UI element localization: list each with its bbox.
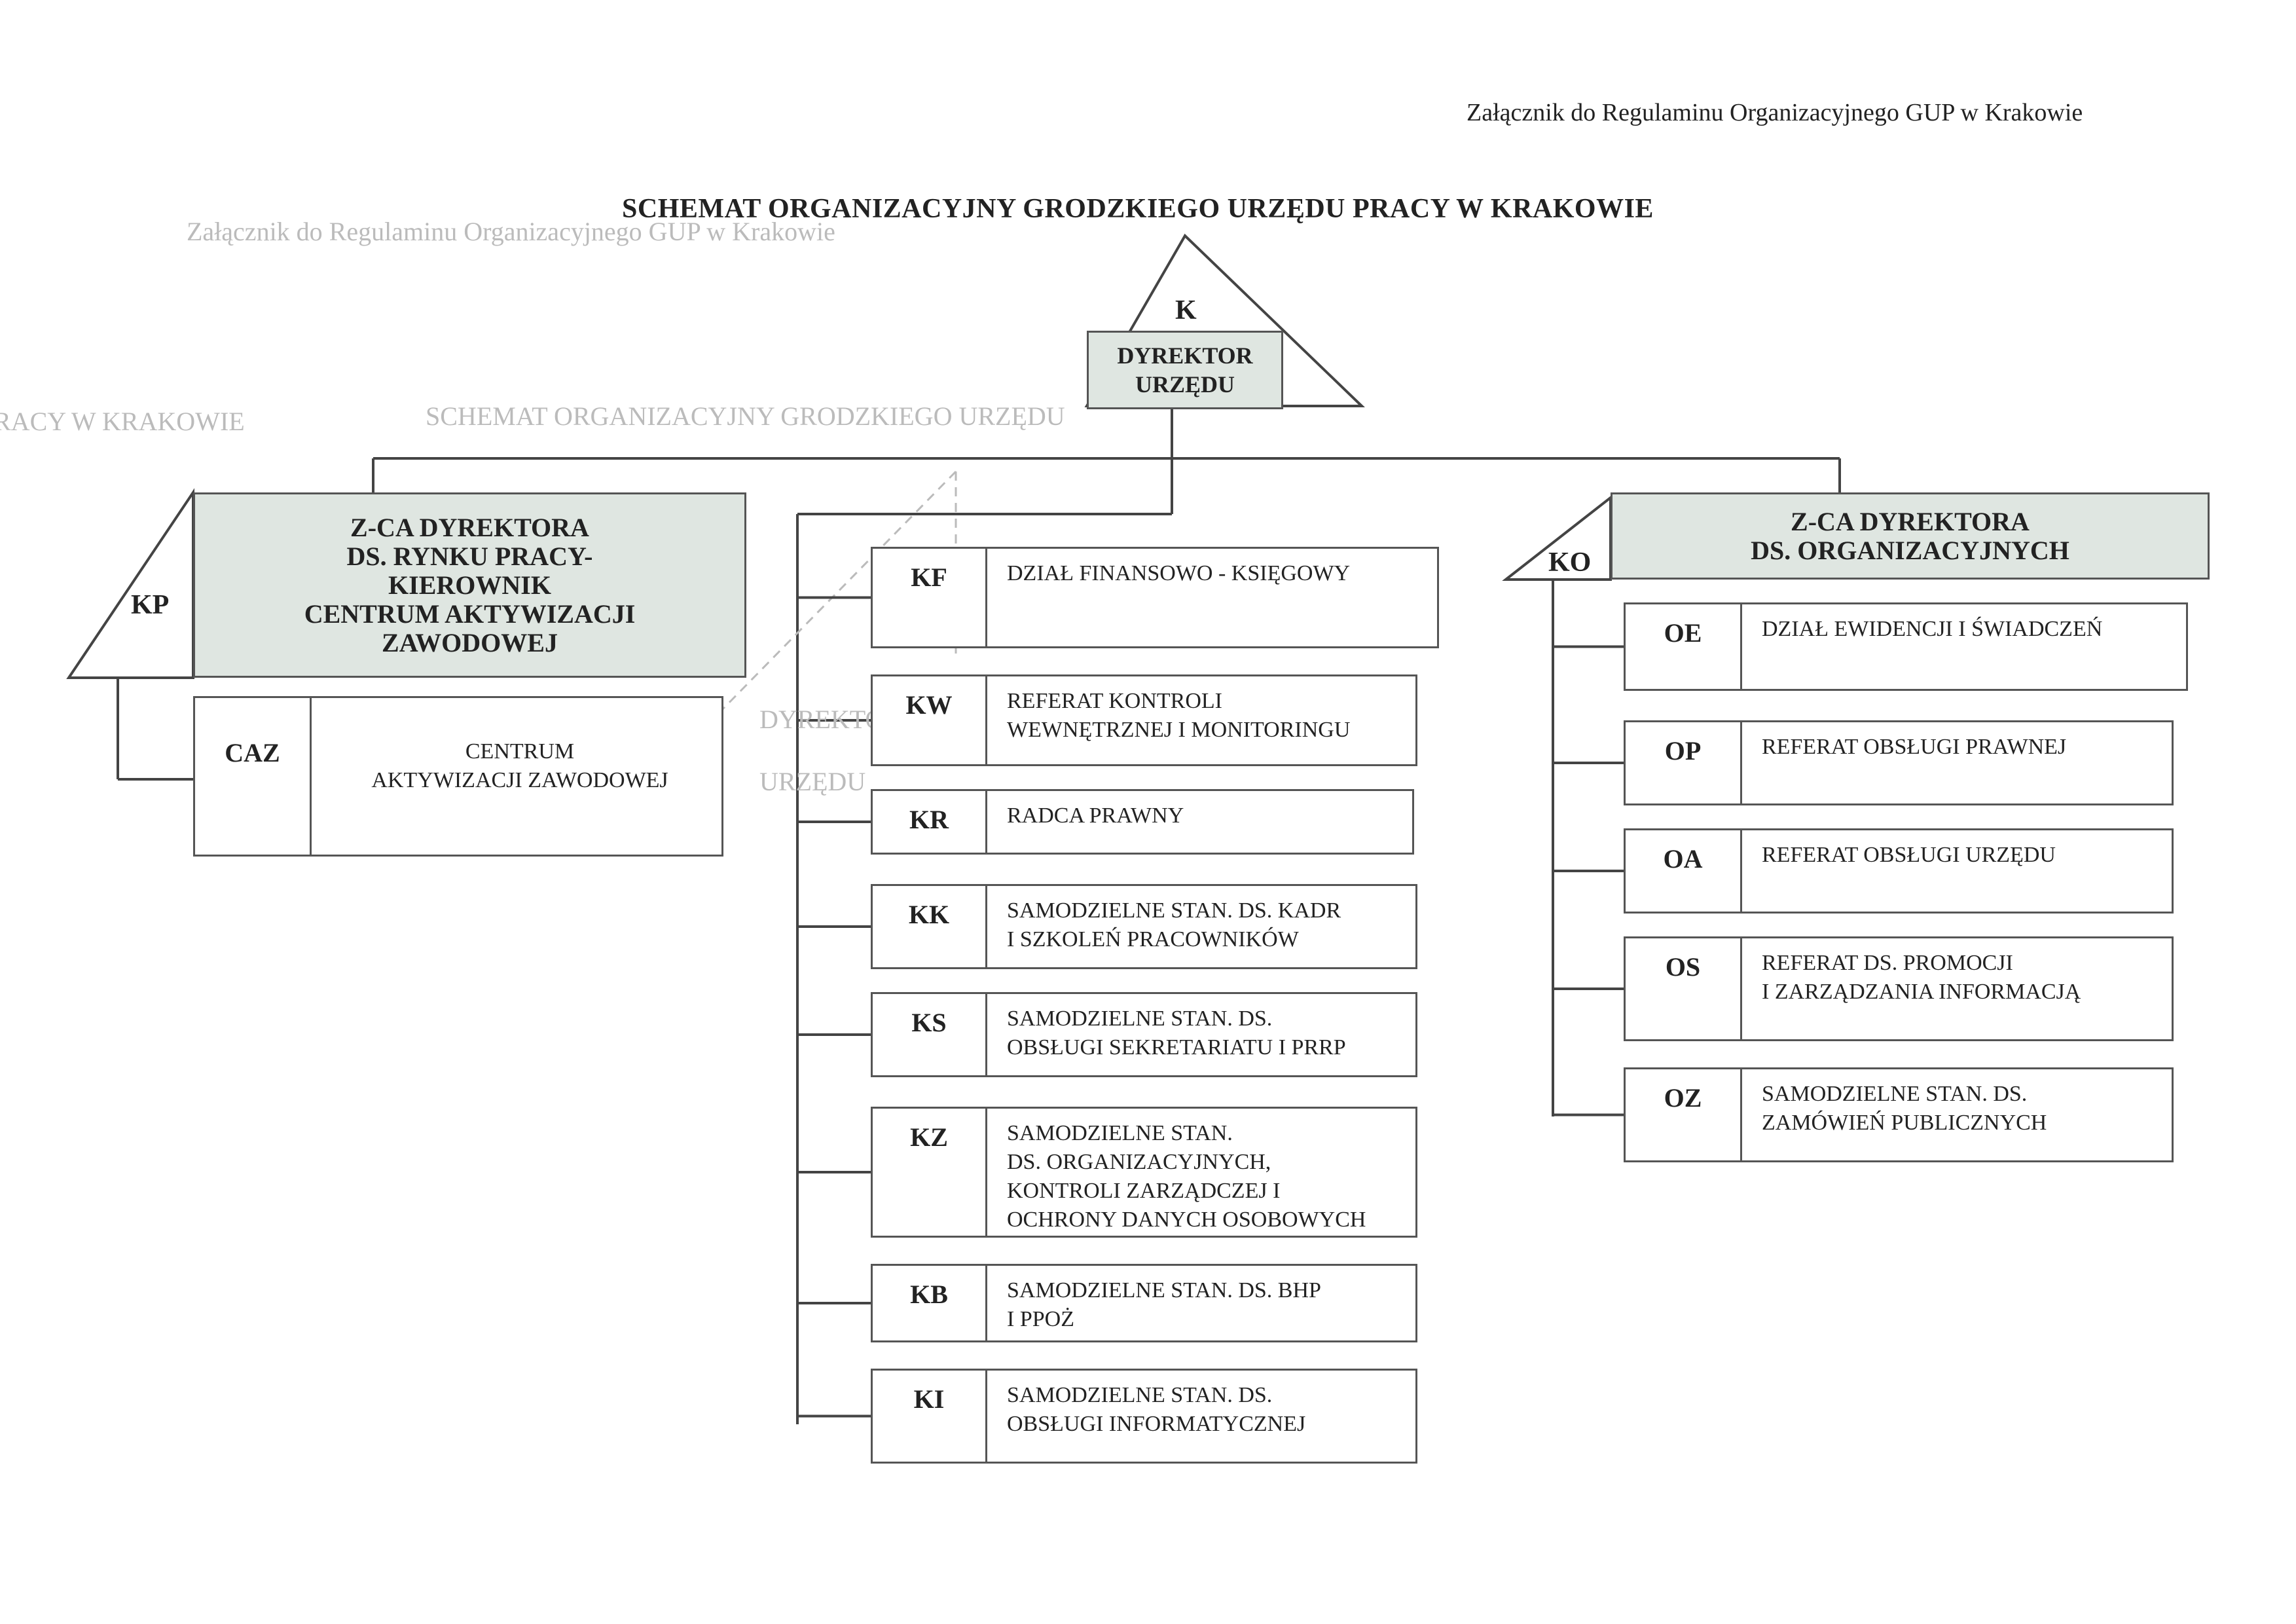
unit-label: SAMODZIELNE STAN. DS. OBSŁUGI SEKRETARIA…	[1007, 1006, 1346, 1060]
deputy-org-code: KO	[1548, 547, 1592, 578]
unit-code: OA	[1626, 830, 1742, 912]
unit-ks: KS SAMODZIELNE STAN. DS. OBSŁUGI SEKRETAR…	[871, 992, 1417, 1077]
unit-label: CENTRUM AKTYWIZACJI ZAWODOWEJ	[371, 739, 668, 792]
unit-label: DZIAŁ EWIDENCJI I ŚWIADCZEŃ	[1762, 617, 2103, 641]
deputy-market-box: Z-CA DYREKTORA DS. RYNKU PRACY- KIEROWNI…	[193, 492, 746, 678]
unit-oe: OE DZIAŁ EWIDENCJI I ŚWIADCZEŃ	[1624, 602, 2188, 691]
unit-code: OE	[1626, 604, 1742, 689]
unit-op: OP REFERAT OBSŁUGI PRAWNEJ	[1624, 720, 2174, 805]
unit-caz: CAZ CENTRUM AKTYWIZACJI ZAWODOWEJ	[193, 696, 723, 857]
unit-code: OS	[1626, 938, 1742, 1039]
deputy-market-roof	[66, 488, 194, 679]
director-box: DYREKTOR URZĘDU	[1087, 331, 1283, 409]
unit-label: REFERAT OBSŁUGI URZĘDU	[1762, 843, 2056, 867]
unit-label: SAMODZIELNE STAN. DS. ORGANIZACYJNYCH, K…	[1007, 1121, 1366, 1232]
chart-title: SCHEMAT ORGANIZACYJNY GRODZKIEGO URZĘDU …	[622, 194, 1654, 224]
unit-label: DZIAŁ FINANSOWO - KSIĘGOWY	[1007, 561, 1351, 585]
unit-label: SAMODZIELNE STAN. DS. OBSŁUGI INFORMATYC…	[1007, 1383, 1306, 1436]
unit-code: CAZ	[195, 698, 312, 855]
unit-kf: KF DZIAŁ FINANSOWO - KSIĘGOWY	[871, 547, 1439, 648]
unit-code: OP	[1626, 722, 1742, 803]
unit-code: KF	[873, 549, 987, 646]
unit-label: REFERAT DS. PROMOCJI I ZARZĄDZANIA INFOR…	[1762, 951, 2081, 1004]
unit-kb: KB SAMODZIELNE STAN. DS. BHP I PPOŻ	[871, 1264, 1417, 1342]
unit-code: KZ	[873, 1109, 987, 1236]
unit-label: SAMODZIELNE STAN. DS. BHP I PPOŻ	[1007, 1278, 1321, 1331]
ghost-urzedu: URZĘDU	[759, 767, 866, 796]
unit-code: KR	[873, 791, 987, 853]
unit-kw: KW REFERAT KONTROLI WEWNĘTRZNEJ I MONITOR…	[871, 674, 1417, 766]
ghost-title-fragment: SCHEMAT ORGANIZACYJNY GRODZKIEGO URZĘDU	[426, 401, 1065, 431]
deputy-market-code: KP	[131, 590, 170, 620]
unit-oz: OZ SAMODZIELNE STAN. DS. ZAMÓWIEŃ PUBLICZ…	[1624, 1067, 2174, 1162]
unit-label: SAMODZIELNE STAN. DS. KADR I SZKOLEŃ PRA…	[1007, 898, 1341, 951]
unit-ki: KI SAMODZIELNE STAN. DS. OBSŁUGI INFORMAT…	[871, 1369, 1417, 1464]
unit-os: OS REFERAT DS. PROMOCJI I ZARZĄDZANIA INF…	[1624, 936, 2174, 1041]
unit-kk: KK SAMODZIELNE STAN. DS. KADR I SZKOLEŃ P…	[871, 884, 1417, 969]
unit-code: OZ	[1626, 1069, 1742, 1160]
ghost-annex-text: Załącznik do Regulaminu Organizacyjnego …	[187, 217, 835, 246]
unit-code: KW	[873, 676, 987, 764]
ghost-left-fragment: RACY W KRAKOWIE	[0, 407, 245, 436]
deputy-org-box: Z-CA DYREKTORA DS. ORGANIZACYJNYCH	[1611, 492, 2210, 580]
unit-label: REFERAT KONTROLI WEWNĘTRZNEJ I MONITORIN…	[1007, 689, 1351, 742]
director-code: K	[1175, 295, 1197, 325]
annex-note: Załącznik do Regulaminu Organizacyjnego …	[1467, 99, 2083, 126]
unit-code: KI	[873, 1371, 987, 1462]
unit-code: KS	[873, 994, 987, 1075]
unit-oa: OA REFERAT OBSŁUGI URZĘDU	[1624, 828, 2174, 913]
unit-code: KB	[873, 1266, 987, 1340]
unit-label: RADCA PRAWNY	[1007, 803, 1184, 828]
unit-label: SAMODZIELNE STAN. DS. ZAMÓWIEŃ PUBLICZNY…	[1762, 1082, 2047, 1135]
unit-label: REFERAT OBSŁUGI PRAWNEJ	[1762, 735, 2067, 759]
unit-kr: KR RADCA PRAWNY	[871, 789, 1414, 855]
unit-code: KK	[873, 886, 987, 967]
